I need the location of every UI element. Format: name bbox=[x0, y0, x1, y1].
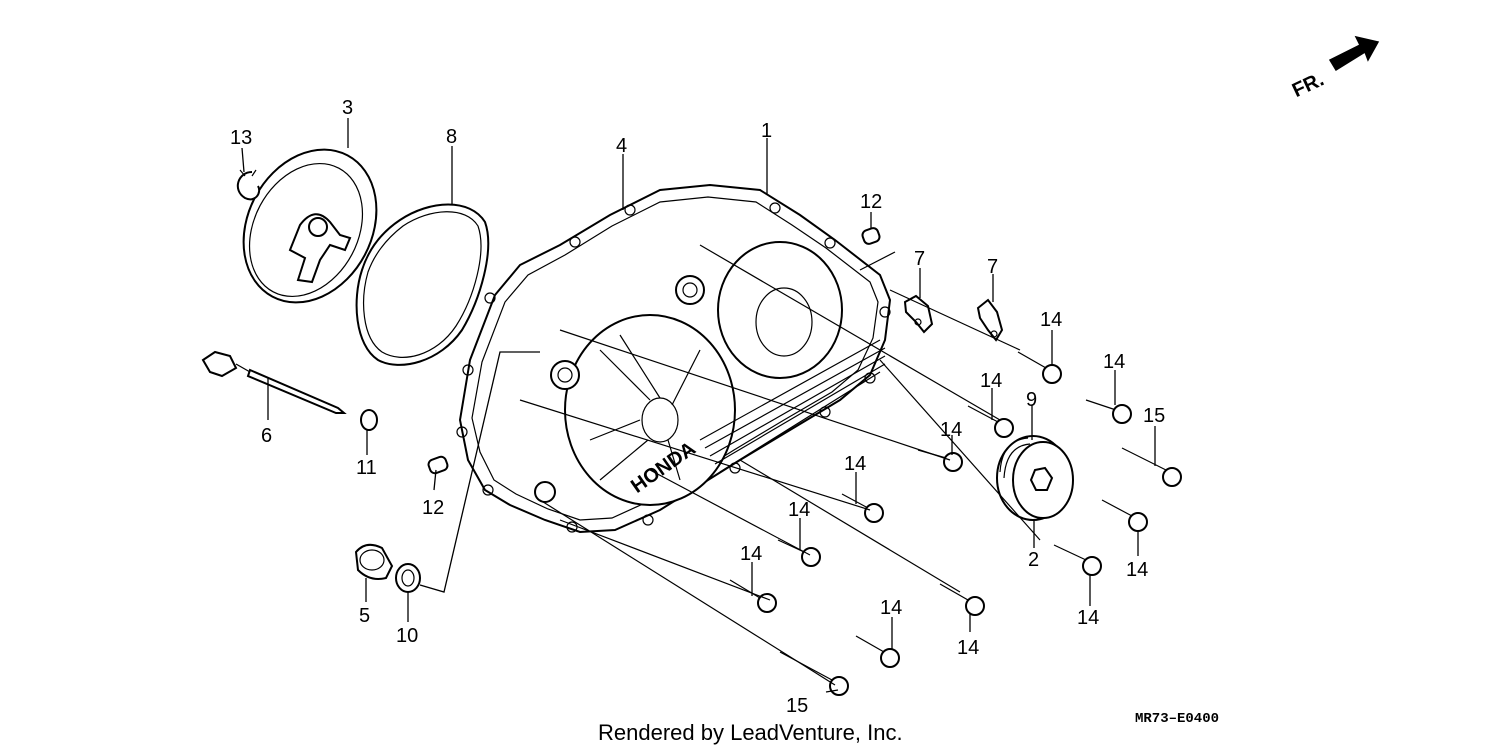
part-6-dipstick[interactable] bbox=[201, 350, 347, 414]
callout-11: 11 bbox=[356, 457, 377, 479]
callout-12-upper: 12 bbox=[860, 191, 882, 213]
bolt-14-d[interactable] bbox=[917, 449, 963, 472]
bolt-14-k[interactable] bbox=[855, 635, 900, 668]
callout-7-right: 7 bbox=[987, 256, 998, 278]
bolt-14-i[interactable] bbox=[939, 583, 985, 616]
callout-labels: 1 3 4 8 13 12 7 7 14 14 14 9 15 6 14 11 … bbox=[230, 97, 1165, 717]
bolt-15-a[interactable] bbox=[1121, 447, 1182, 487]
front-arrow-icon bbox=[1328, 35, 1380, 72]
callout-12-lower: 12 bbox=[422, 497, 444, 519]
bolt-14-g[interactable] bbox=[1053, 544, 1102, 576]
callout-13: 13 bbox=[230, 127, 252, 149]
part-3-plate[interactable] bbox=[218, 126, 403, 325]
callout-14-f: 14 bbox=[1126, 559, 1148, 581]
bolt-14-a[interactable] bbox=[1017, 351, 1062, 384]
callout-14-c: 14 bbox=[980, 370, 1002, 392]
callout-14-b: 14 bbox=[1103, 351, 1125, 373]
callout-14-i: 14 bbox=[957, 637, 979, 659]
part-8-gasket[interactable] bbox=[355, 203, 490, 366]
bolt-14-c[interactable] bbox=[967, 405, 1014, 438]
bolt-14-b[interactable] bbox=[1085, 399, 1132, 424]
callout-14-k: 14 bbox=[880, 597, 902, 619]
callout-14-a: 14 bbox=[1040, 309, 1062, 331]
callout-5: 5 bbox=[359, 605, 370, 627]
part-1-4-clutch-cover[interactable]: HONDA bbox=[456, 183, 892, 534]
diagram-code: MR73–E0400 bbox=[1135, 711, 1219, 727]
callout-9: 9 bbox=[1026, 389, 1037, 411]
bolt-14-e[interactable] bbox=[841, 493, 884, 523]
callout-6: 6 bbox=[261, 425, 272, 447]
front-direction-marker: FR. bbox=[1289, 35, 1380, 102]
callout-14-h: 14 bbox=[788, 499, 810, 521]
part-11-washer[interactable] bbox=[360, 409, 378, 431]
bolt-14-f[interactable] bbox=[1101, 499, 1148, 532]
bolt-15-b[interactable] bbox=[779, 651, 849, 696]
part-12-dowel-lower[interactable] bbox=[427, 455, 449, 475]
bolt-14-j[interactable] bbox=[729, 579, 777, 613]
part-2-cap[interactable] bbox=[996, 435, 1074, 521]
credit-text: Rendered by LeadVenture, Inc. bbox=[598, 720, 903, 745]
callout-8: 8 bbox=[446, 126, 457, 148]
part-9-seal[interactable] bbox=[999, 437, 1031, 479]
callout-3: 3 bbox=[342, 97, 353, 119]
part-10-washer[interactable] bbox=[395, 563, 421, 593]
bolt-14-h[interactable] bbox=[777, 539, 821, 567]
callout-10: 10 bbox=[396, 625, 418, 647]
callout-15-a: 15 bbox=[1143, 405, 1165, 427]
callout-14-d: 14 bbox=[940, 419, 962, 441]
part-13-clip[interactable] bbox=[236, 169, 261, 201]
callout-14-g: 14 bbox=[1077, 607, 1099, 629]
part-12-dowel-upper[interactable] bbox=[861, 227, 881, 246]
callout-7-left: 7 bbox=[914, 248, 925, 270]
part-7-clamp-left[interactable] bbox=[903, 294, 934, 334]
front-marker-label: FR. bbox=[1289, 68, 1327, 102]
callout-1: 1 bbox=[761, 120, 772, 142]
callout-4: 4 bbox=[616, 135, 627, 157]
leader-lines bbox=[241, 118, 1156, 693]
callout-14-e: 14 bbox=[844, 453, 866, 475]
callout-2: 2 bbox=[1028, 549, 1039, 571]
callout-14-j: 14 bbox=[740, 543, 762, 565]
part-5-plug[interactable] bbox=[354, 543, 394, 580]
part-7-clamp-right[interactable] bbox=[976, 298, 1004, 342]
callout-15-b: 15 bbox=[786, 695, 808, 717]
bolts bbox=[729, 351, 1182, 696]
